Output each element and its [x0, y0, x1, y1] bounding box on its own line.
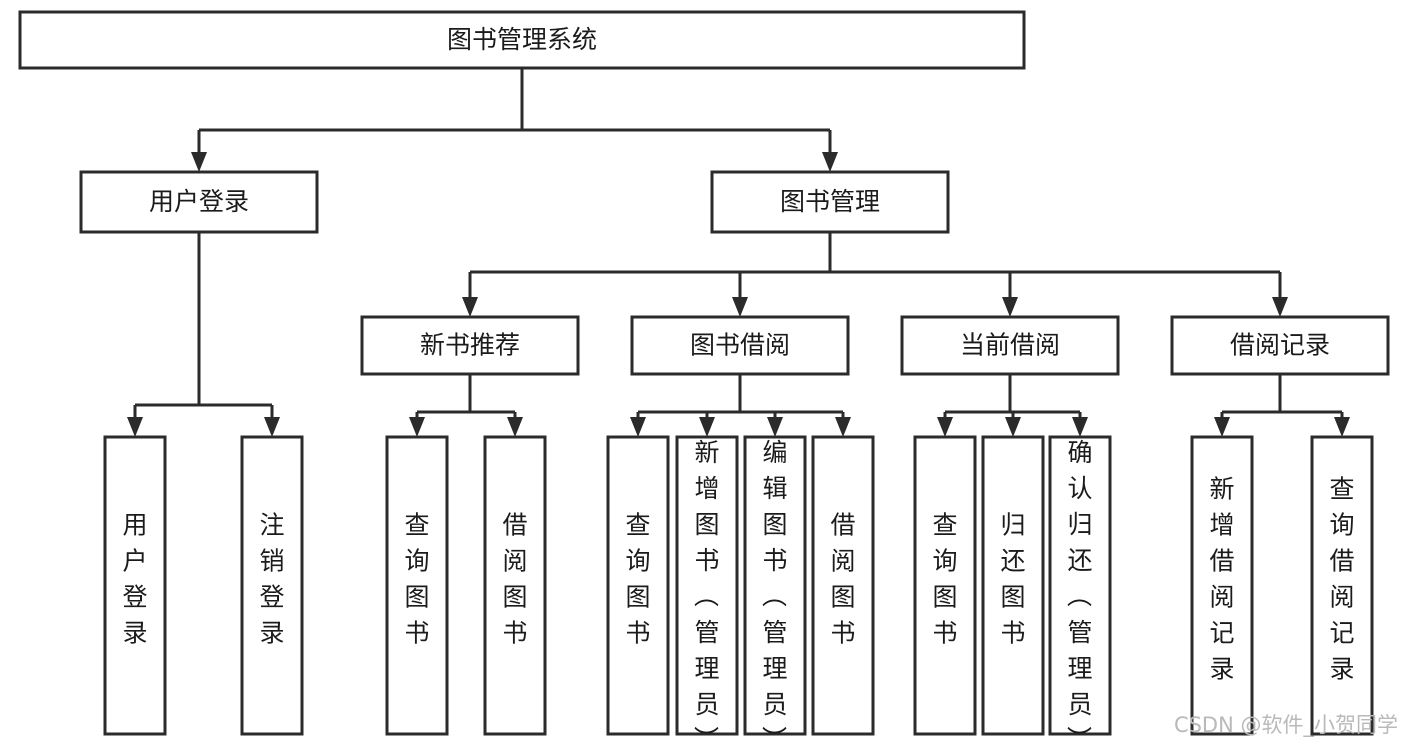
- node-leaf-user-login-box[interactable]: [103, 435, 167, 736]
- connector-layer: [127, 68, 1350, 437]
- book-borrow-to-leaves-arrowhead-1: [699, 417, 715, 437]
- node-leaf-logout-label: 注销登录: [259, 511, 284, 648]
- node-book-borrow[interactable]: 图书借阅: [630, 315, 850, 376]
- borrow-record-to-leaves-arrowhead-0: [1214, 417, 1230, 437]
- book-borrow-to-leaves-arrowhead-3: [835, 417, 851, 437]
- book-borrow-to-leaves-arrowhead-0: [630, 417, 646, 437]
- node-book-management-box[interactable]: [710, 170, 950, 234]
- new-book-recommend-to-leaves-arrowhead-1: [507, 417, 523, 437]
- node-leaf-query-book-borrow-label: 查询图书: [625, 511, 650, 648]
- root-to-level2-arrowhead-0: [191, 152, 207, 172]
- node-current-borrow-label: 当前借阅: [960, 331, 1060, 360]
- node-leaf-query-book-borrow-box[interactable]: [606, 435, 670, 736]
- borrow-record-to-leaves-arrowhead-1: [1334, 417, 1350, 437]
- mgmt-to-level3-arrowhead-0: [462, 297, 478, 317]
- node-current-borrow[interactable]: 当前借阅: [900, 315, 1120, 376]
- user-login-to-leaves-arrowhead-1: [264, 417, 280, 437]
- node-leaf-query-record-box[interactable]: [1310, 435, 1374, 736]
- node-leaf-add-record-box[interactable]: [1190, 435, 1254, 736]
- node-user-login-label: 用户登录: [149, 187, 249, 216]
- node-leaf-return-book[interactable]: 归还图书: [981, 435, 1045, 736]
- node-leaf-add-book-label: 新增图书（管理员）: [694, 438, 720, 747]
- node-leaf-query-record-label: 查询借阅记录: [1329, 475, 1354, 684]
- node-leaf-edit-book-label: 编辑图书（管理员）: [762, 438, 788, 747]
- root-to-level2-arrowhead-1: [822, 152, 838, 172]
- node-borrow-record[interactable]: 借阅记录: [1170, 315, 1390, 376]
- user-login-to-leaves-arrowhead-0: [127, 417, 143, 437]
- node-leaf-confirm-return-box[interactable]: [1048, 435, 1112, 736]
- node-leaf-query-book-current[interactable]: 查询图书: [913, 435, 977, 736]
- node-book-borrow-box[interactable]: [630, 315, 850, 376]
- node-new-book-recommend[interactable]: 新书推荐: [360, 315, 580, 376]
- node-borrow-record-label: 借阅记录: [1230, 331, 1330, 360]
- node-leaf-query-book-rec[interactable]: 查询图书: [385, 435, 449, 736]
- node-leaf-borrow-book[interactable]: 借阅图书: [811, 435, 875, 736]
- node-root-system-label: 图书管理系统: [447, 25, 597, 54]
- node-borrow-record-box[interactable]: [1170, 315, 1390, 376]
- node-leaf-edit-book-box[interactable]: [743, 435, 807, 736]
- node-leaf-query-record[interactable]: 查询借阅记录: [1310, 435, 1374, 736]
- node-new-book-recommend-label: 新书推荐: [420, 331, 520, 360]
- node-book-borrow-label: 图书借阅: [690, 331, 790, 360]
- node-current-borrow-box[interactable]: [900, 315, 1120, 376]
- node-leaf-add-book[interactable]: 新增图书（管理员）: [675, 435, 739, 747]
- node-leaf-user-login[interactable]: 用户登录: [103, 435, 167, 736]
- node-leaf-query-book-rec-label: 查询图书: [404, 511, 429, 648]
- node-leaf-user-login-label: 用户登录: [122, 511, 147, 648]
- current-borrow-to-leaves-arrowhead-1: [1005, 417, 1021, 437]
- node-root-system[interactable]: 图书管理系统: [18, 10, 1026, 70]
- node-leaf-confirm-return[interactable]: 确认归还（管理员）: [1048, 435, 1112, 747]
- node-leaf-query-book-rec-box[interactable]: [385, 435, 449, 736]
- csdn-watermark: CSDN @软件_小贺同学: [1174, 713, 1398, 738]
- node-layer: 图书管理系统用户登录图书管理新书推荐图书借阅当前借阅借阅记录用户登录注销登录查询…: [18, 10, 1390, 747]
- node-leaf-borrow-book-label: 借阅图书: [830, 511, 855, 648]
- node-leaf-logout[interactable]: 注销登录: [240, 435, 304, 736]
- node-leaf-borrow-book-rec[interactable]: 借阅图书: [483, 435, 547, 736]
- node-leaf-add-record-label: 新增借阅记录: [1209, 475, 1234, 684]
- node-leaf-borrow-book-rec-label: 借阅图书: [502, 511, 527, 648]
- node-leaf-query-book-borrow[interactable]: 查询图书: [606, 435, 670, 736]
- node-leaf-borrow-book-box[interactable]: [811, 435, 875, 736]
- node-user-login[interactable]: 用户登录: [79, 170, 319, 234]
- node-leaf-add-book-box[interactable]: [675, 435, 739, 736]
- node-leaf-add-record[interactable]: 新增借阅记录: [1190, 435, 1254, 736]
- node-leaf-logout-box[interactable]: [240, 435, 304, 736]
- mgmt-to-level3-arrowhead-1: [732, 297, 748, 317]
- new-book-recommend-to-leaves-arrowhead-0: [409, 417, 425, 437]
- node-user-login-box[interactable]: [79, 170, 319, 234]
- node-book-management-label: 图书管理: [780, 187, 880, 216]
- node-book-management[interactable]: 图书管理: [710, 170, 950, 234]
- mgmt-to-level3-arrowhead-3: [1272, 297, 1288, 317]
- node-leaf-return-book-box[interactable]: [981, 435, 1045, 736]
- node-root-system-box[interactable]: [18, 10, 1026, 70]
- node-leaf-query-book-current-label: 查询图书: [932, 511, 957, 648]
- current-borrow-to-leaves-arrowhead-0: [937, 417, 953, 437]
- node-leaf-borrow-book-rec-box[interactable]: [483, 435, 547, 736]
- current-borrow-to-leaves-arrowhead-2: [1072, 417, 1088, 437]
- book-borrow-to-leaves-arrowhead-2: [767, 417, 783, 437]
- node-new-book-recommend-box[interactable]: [360, 315, 580, 376]
- node-leaf-return-book-label: 归还图书: [1000, 511, 1025, 648]
- node-leaf-confirm-return-label: 确认归还（管理员）: [1067, 438, 1093, 747]
- node-leaf-query-book-current-box[interactable]: [913, 435, 977, 736]
- node-leaf-edit-book[interactable]: 编辑图书（管理员）: [743, 435, 807, 747]
- mgmt-to-level3-arrowhead-2: [1002, 297, 1018, 317]
